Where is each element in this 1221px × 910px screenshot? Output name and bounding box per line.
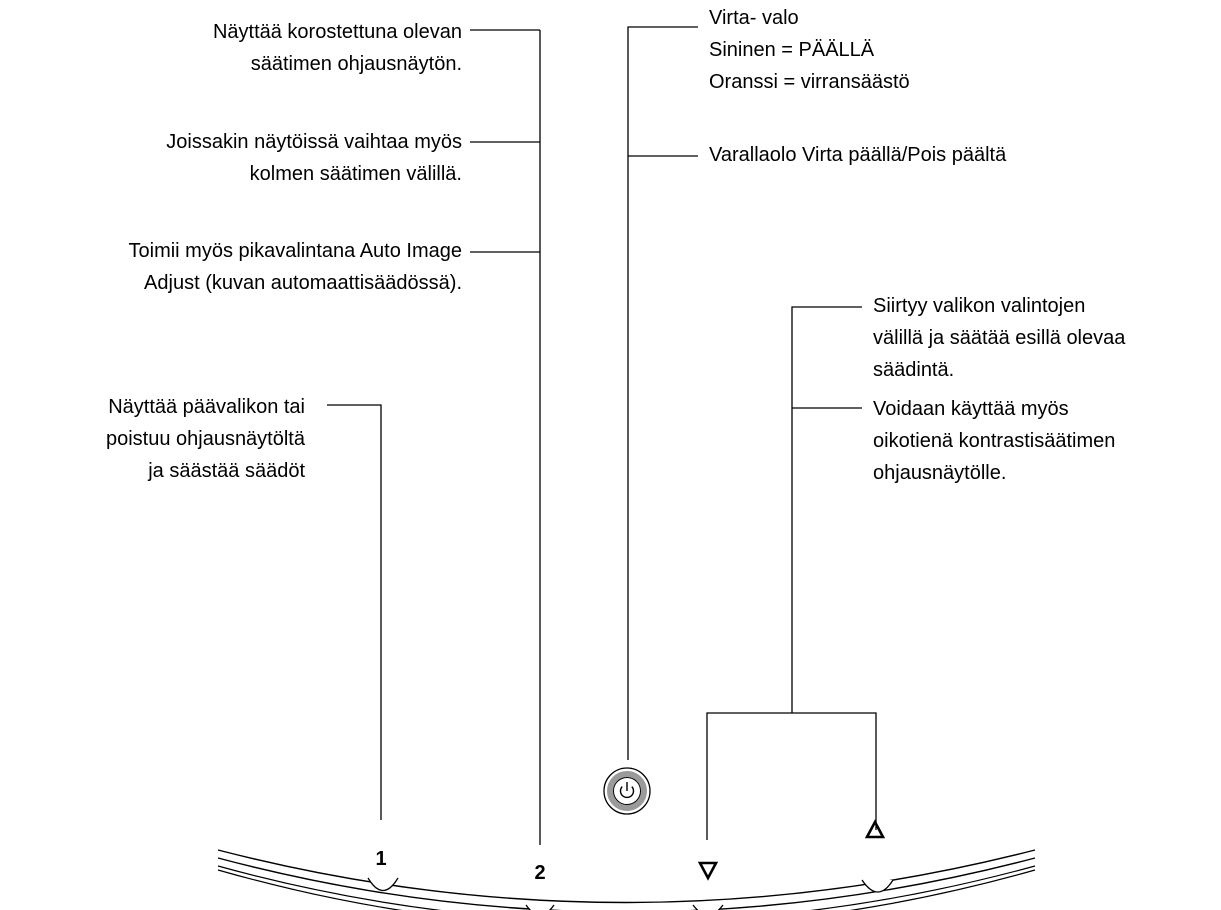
menu-line-3: ja säästää säädöt (148, 460, 305, 482)
standby-line: Varallaolo Virta päällä/Pois päältä (709, 144, 1007, 166)
led-line-2: Sininen = PÄÄLLÄ (709, 39, 875, 61)
osd-annotation: Näyttää korostettuna olevan säätimen ohj… (213, 16, 462, 80)
osd-line-2: säätimen ohjausnäytön. (250, 53, 462, 75)
toggle-line-2: kolmen säätimen välillä. (249, 163, 462, 185)
menu-line-2: poistuu ohjausnäytöltä (105, 428, 305, 450)
down-arrow-icon[interactable] (697, 861, 719, 881)
navigate-line-3: säädintä. (873, 359, 955, 381)
auto-line-2: Adjust (kuvan automaattisäädössä). (144, 272, 462, 294)
leader-line-arrows (791, 306, 862, 713)
contrast-line-3: ohjausnäytölle. (873, 462, 1007, 484)
contrast-line-2: oikotienä kontrastisäätimen (873, 430, 1116, 452)
led-line-3: Oranssi = virransäästö (709, 71, 910, 93)
toggle-annotation: Joissakin näytöissä vaihtaa myös kolmen … (166, 126, 462, 190)
monitor-bezel (217, 849, 1036, 910)
button-2-label[interactable]: 2 (534, 862, 546, 884)
auto-adjust-annotation: Toimii myös pikavalintana Auto Image Adj… (129, 235, 463, 299)
auto-line-1: Toimii myös pikavalintana Auto Image (128, 240, 463, 262)
up-arrow-icon[interactable] (864, 819, 886, 839)
navigate-line-1: Siirtyy valikon valintojen (873, 295, 1086, 317)
button-up-bump (861, 879, 894, 893)
power-icon (619, 782, 635, 799)
power-button[interactable] (603, 767, 651, 815)
osd-line-1: Näyttää korostettuna olevan (212, 21, 462, 43)
leader-bracket-arrows (706, 712, 877, 840)
standby-annotation: Varallaolo Virta päällä/Pois päältä (709, 139, 1006, 171)
menu-annotation: Näyttää päävalikon tai poistuu ohjausnäy… (106, 391, 305, 487)
navigate-annotation: Siirtyy valikon valintojen välillä ja sä… (873, 290, 1125, 386)
contrast-annotation: Voidaan käyttää myös oikotienä kontrasti… (873, 393, 1115, 489)
toggle-line-1: Joissakin näytöissä vaihtaa myös (166, 131, 462, 153)
power-led-annotation: Virta- valo Sininen = PÄÄLLÄ Oranssi = v… (709, 2, 910, 98)
button-2-bump (525, 904, 555, 910)
contrast-line-1: Voidaan käyttää myös (873, 398, 1069, 420)
leader-line-button-1 (327, 404, 382, 820)
led-line-1: Virta- valo (709, 7, 799, 29)
menu-line-1: Näyttää päävalikon tai (108, 396, 305, 418)
button-down-bump (692, 904, 724, 910)
navigate-line-2: välillä ja säätää esillä olevaa (873, 327, 1126, 349)
leader-line-power-led (627, 26, 698, 760)
button-1-label[interactable]: 1 (375, 848, 387, 870)
button-1-bump (367, 877, 399, 892)
